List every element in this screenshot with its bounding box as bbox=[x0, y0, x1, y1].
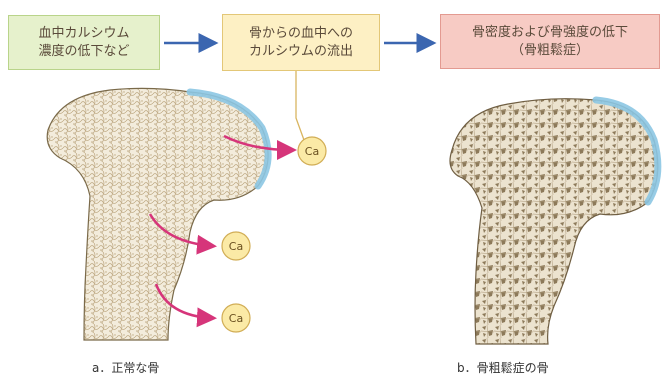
calcium-ion-label: Ca bbox=[305, 145, 319, 158]
calcium-ion-label: Ca bbox=[229, 312, 243, 325]
calcium-ion-label: Ca bbox=[229, 240, 243, 253]
calcium-ion-1: Ca bbox=[298, 137, 326, 165]
calcium-ion-2: Ca bbox=[222, 232, 250, 260]
callout-connector bbox=[296, 71, 304, 140]
caption-normal-bone: a．正常な骨 bbox=[92, 359, 159, 376]
normal-bone bbox=[47, 88, 268, 340]
caption-osteoporosis-bone: b．骨粗鬆症の骨 bbox=[457, 359, 549, 376]
osteoporosis-bone bbox=[450, 99, 658, 344]
calcium-ion-3: Ca bbox=[222, 304, 250, 332]
